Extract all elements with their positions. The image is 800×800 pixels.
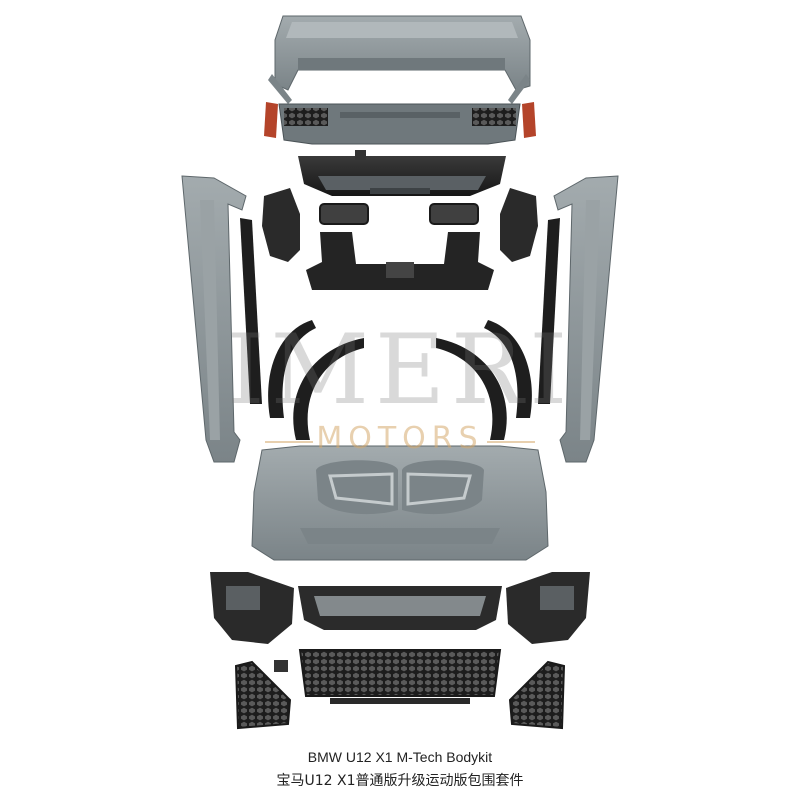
rear-bumper-right-bracket (508, 74, 530, 104)
left-reflector (264, 102, 278, 138)
rear-left-bracket (262, 188, 300, 262)
caption-english: BMW U12 X1 M-Tech Bodykit (307, 749, 493, 765)
rear-right-bracket (500, 188, 538, 262)
rear-diffuser (298, 156, 506, 196)
tow-cover-front (274, 660, 288, 672)
right-side-skirt-trim (538, 218, 560, 404)
watermark-line-right (487, 441, 535, 443)
rear-lower-bumper (278, 103, 521, 145)
left-exhaust-tip (319, 203, 369, 225)
front-right-intake-bracket (506, 572, 590, 644)
support-bracket (306, 232, 494, 290)
caption-chinese: 宝马U12 X1普通版升级运动版包围套件 (276, 773, 524, 789)
watermark-brand: IMERI (226, 314, 574, 426)
right-fog-grille (508, 660, 566, 730)
tow-hook-cover (355, 150, 366, 160)
left-fog-grille (234, 660, 292, 730)
left-side-skirt (181, 175, 247, 463)
front-left-intake-bracket (210, 572, 294, 644)
wheel-arch-rear-left (293, 338, 364, 440)
wheel-arch-front-right (484, 320, 532, 418)
wheel-arch-front-left (268, 320, 316, 418)
front-lower-splitter (298, 586, 502, 630)
right-reflector (522, 102, 536, 138)
right-exhaust-tip (429, 203, 479, 225)
right-side-skirt (553, 175, 619, 463)
rear-bumper-left-bracket (268, 74, 292, 104)
front-bumper (251, 445, 549, 561)
lower-mesh-grille (298, 649, 502, 704)
wheel-arch-rear-right (436, 338, 507, 440)
rear-bumper (274, 15, 531, 91)
watermark-subtitle: MOTORS (316, 421, 484, 456)
watermark-line-left (265, 441, 313, 443)
left-side-skirt-trim (240, 218, 262, 404)
